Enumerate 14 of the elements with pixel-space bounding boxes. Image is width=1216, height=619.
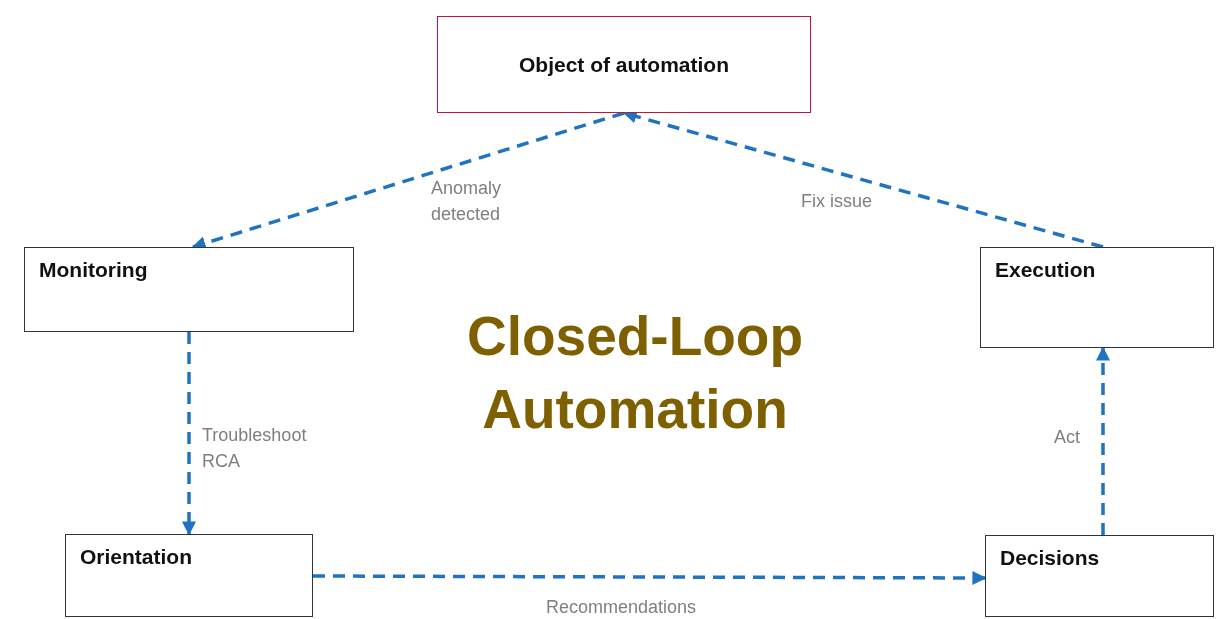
box-label: Orientation xyxy=(80,545,192,569)
box-label: Object of automation xyxy=(519,52,729,77)
process-box xyxy=(65,534,313,617)
diagram-title: Closed-Loop Automation xyxy=(465,304,805,442)
process-box xyxy=(437,16,811,113)
process-box xyxy=(980,247,1214,348)
dashed-arrow xyxy=(313,570,987,585)
dashed-arrow xyxy=(1096,346,1110,535)
box-label: Monitoring xyxy=(39,258,148,282)
box-label: Decisions xyxy=(1000,546,1100,570)
dashed-arrow xyxy=(182,332,196,536)
process-box xyxy=(24,247,354,332)
box-label: Execution xyxy=(995,258,1096,282)
process-box xyxy=(985,535,1214,617)
